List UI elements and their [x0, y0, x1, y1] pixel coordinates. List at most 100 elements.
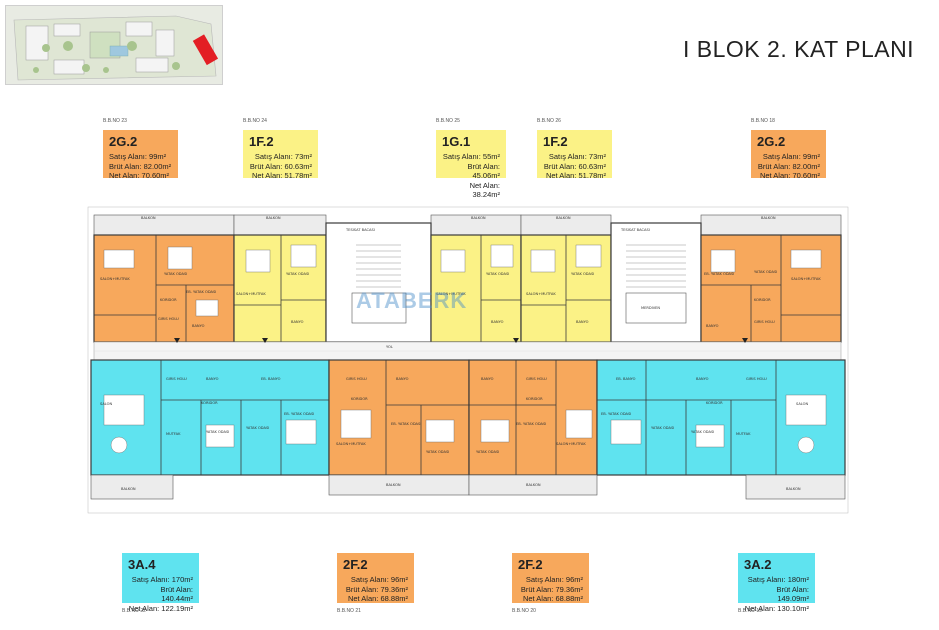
unit-net: Net Alan: 122.19m²	[128, 603, 193, 613]
unit-brut: Brüt Alan: 82.00m²	[109, 161, 172, 171]
room-label: EB. YATAK ODASI	[704, 272, 734, 276]
room-label: KORIDOR	[201, 401, 218, 405]
bb-no-label: B.B.NO 24	[243, 118, 267, 124]
unit-brut: Brüt Alan: 79.36m²	[520, 584, 583, 594]
unit-satis: Satış Alanı: 170m²	[131, 575, 193, 584]
room-label: BANYO	[481, 377, 494, 381]
room-label: BALKON	[121, 487, 136, 491]
balcony-bottom-1	[90, 474, 174, 500]
unit-brut: Brüt Alan: 79.36m²	[345, 584, 408, 594]
bb-no-label: B.B.NO 26	[537, 118, 561, 124]
entry-arrow	[513, 338, 519, 343]
bb-no-label: B.B.NO 20	[512, 608, 536, 614]
room-label: SALON	[100, 402, 113, 406]
room-label: TESISAT BACASI	[620, 228, 650, 232]
balcony-bottom-3	[468, 474, 598, 496]
unit-net: Net Alan: 70.60m²	[759, 171, 820, 180]
unit-net: Net Alan: 68.88m²	[347, 594, 408, 603]
room-label: BALKON	[266, 216, 281, 220]
stair-core-left	[325, 222, 432, 343]
room-label: BALKON	[386, 483, 401, 487]
room-label: EB. YATAK ODASI	[186, 290, 216, 294]
furniture	[103, 244, 827, 454]
floor-plan: BALKON BALKON BALKON BALKON BALKON TESIS…	[87, 206, 849, 514]
unit-net: Net Alan: 130.10m²	[744, 603, 809, 613]
unit-net: Net Alan: 70.60m²	[109, 171, 170, 180]
unit-satis: Satış Alanı: 99m²	[109, 152, 167, 161]
room-label: KORIDOR	[351, 397, 368, 401]
unit-satis: Satış Alanı: 73m²	[548, 152, 606, 161]
stair-treads	[356, 244, 686, 288]
unit-brut: Brüt Alan: 45.06m²	[467, 161, 500, 181]
unit-brut: Brüt Alan: 149.09m²	[776, 584, 809, 604]
unit-card-2f2-left: 2F.2 Satış Alanı: 96m² Brüt Alan: 79.36m…	[337, 553, 414, 603]
unit-code: 2F.2	[343, 557, 368, 572]
room-label: SALON	[796, 402, 809, 406]
unit-card-2f2-right: 2F.2 Satış Alanı: 96m² Brüt Alan: 79.36m…	[512, 553, 589, 603]
unit-satis: Satış Alanı: 96m²	[350, 575, 408, 584]
room-label: MERDIVEN	[641, 306, 660, 310]
room-label: GIRIS HOLU	[158, 317, 179, 321]
room-label: EB. YATAK ODASI	[601, 412, 631, 416]
room-label: EB. BANYO	[261, 377, 281, 381]
unit-satis: Satış Alanı: 99m²	[762, 152, 820, 161]
bb-no-label: B.B.NO 25	[436, 118, 460, 124]
unit-net: Net Alan: 38.24m²	[469, 180, 500, 200]
room-label: GIRIS HOLU	[754, 320, 775, 324]
room-label: BANYO	[576, 320, 589, 324]
room-label: YATAK ODASI	[486, 272, 509, 276]
unit-code: 3A.2	[744, 557, 772, 572]
room-label: EB. YATAK ODASI	[284, 412, 314, 416]
room-label: BALKON	[786, 487, 801, 491]
room-label: SALON+MUTFAK	[100, 277, 130, 281]
room-label: BANYO	[192, 324, 205, 328]
room-label: YATAK ODASI	[206, 430, 229, 434]
room-label: EB. BANYO	[616, 377, 636, 381]
unit-card-3a4: 3A.4 Satış Alanı: 170m² Brüt Alan: 140.4…	[122, 553, 199, 613]
room-label: GIRIS HOLU	[166, 377, 187, 381]
unit-net: Net Alan: 51.78m²	[545, 171, 606, 180]
room-label: SALON+MUTFAK	[236, 292, 266, 296]
room-label: BANYO	[396, 377, 409, 381]
room-label: KORIDOR	[526, 397, 543, 401]
highlighted-block-marker	[192, 34, 219, 66]
unit-net: Net Alan: 51.78m²	[251, 171, 312, 180]
room-label: SALON+MUTFAK	[526, 292, 556, 296]
key-plan-map	[6, 6, 222, 84]
entry-arrow	[262, 338, 268, 343]
room-label: SALON+MUTFAK	[556, 442, 586, 446]
key-plan-thumbnail	[5, 5, 223, 85]
room-label: SALON+MUTFAK	[791, 277, 821, 281]
room-label: TESISAT BACASI	[345, 228, 375, 232]
room-label: BANYO	[706, 324, 719, 328]
room-label: YATAK ODASI	[164, 272, 187, 276]
bb-no-label: B.B.NO 23	[103, 118, 127, 124]
room-label: BANYO	[206, 377, 219, 381]
unit-code: 2F.2	[518, 557, 543, 572]
room-label: BANYO	[491, 320, 504, 324]
room-label: YATAK ODASI	[754, 270, 777, 274]
room-label: GIRIS HOLU	[346, 377, 367, 381]
unit-code: 2G.2	[757, 134, 786, 149]
unit-code: 2G.2	[109, 134, 138, 149]
room-label: MUTFAK	[166, 432, 181, 436]
unit-brut: Brüt Alan: 60.63m²	[249, 161, 312, 171]
unit-satis: Satış Alanı: 55m²	[442, 152, 500, 161]
room-label: BALKON	[761, 216, 776, 220]
unit-card-1f2-right: 1F.2 Satış Alanı: 73m² Brüt Alan: 60.63m…	[537, 130, 612, 180]
room-label: GIRIS HOLU	[746, 377, 767, 381]
room-label: YATAK ODASI	[426, 450, 449, 454]
room-label: KORIDOR	[754, 298, 771, 302]
room-label: MUTFAK	[736, 432, 751, 436]
stair-core-right	[610, 222, 702, 343]
room-label: YATAK ODASI	[246, 426, 269, 430]
room-label: EB. YATAK ODASI	[516, 422, 546, 426]
bb-no-label: B.B.NO 21	[337, 608, 361, 614]
room-label: YOL	[386, 345, 393, 349]
room-label: BALKON	[141, 216, 156, 220]
bb-no-label: B.B.NO 19	[738, 608, 762, 614]
unit-code: 1G.1	[442, 134, 471, 149]
room-label: YATAK ODASI	[651, 426, 674, 430]
unit-satis: Satış Alanı: 73m²	[254, 152, 312, 161]
room-label: YATAK ODASI	[691, 430, 714, 434]
